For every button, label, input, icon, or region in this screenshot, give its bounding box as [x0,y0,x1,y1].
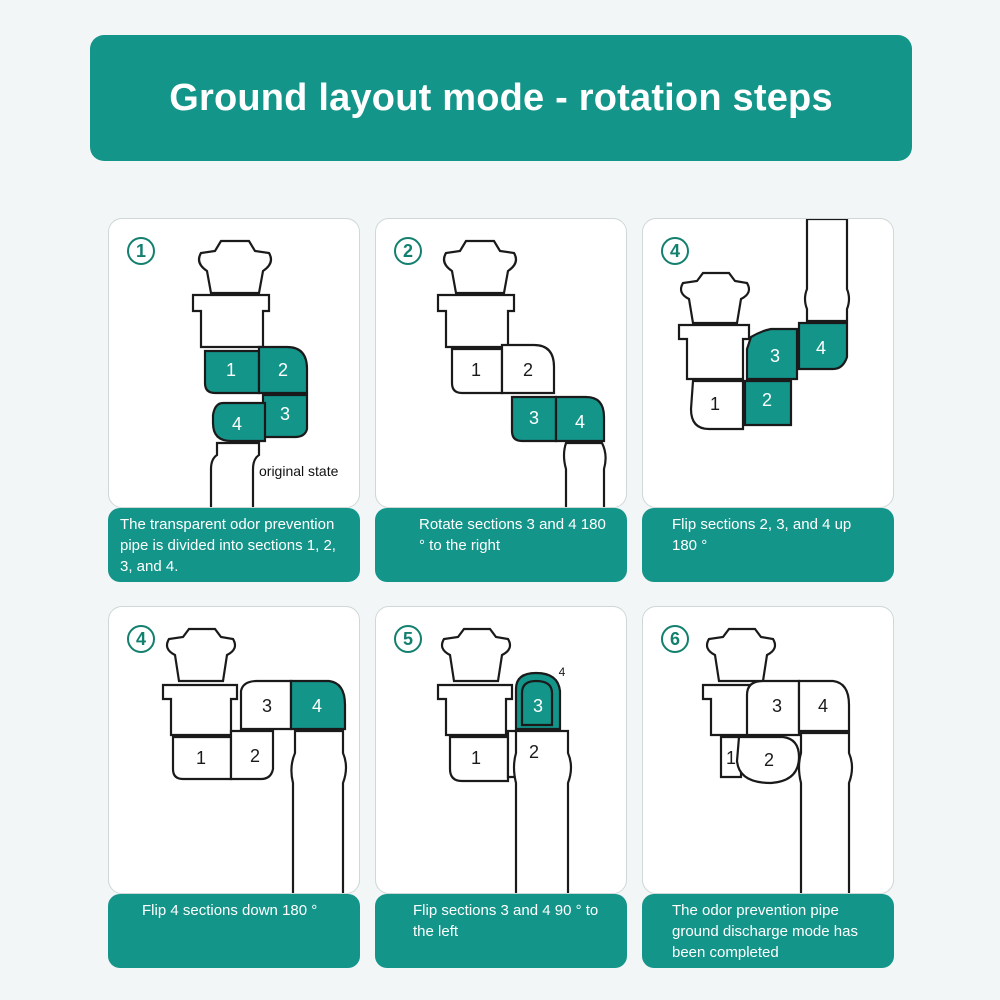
section-1 [719,735,743,779]
pipe-diagram-5: 1 2 3 4 [436,627,573,893]
section-3 [520,679,554,727]
step-card-6: 1 2 3 4 6 [642,606,894,894]
section-1 [689,379,745,431]
step-card-1: 1 2 3 4 1 original state [108,218,360,508]
pipe-diagram-1: 1 2 3 4 [191,239,309,507]
drain-collar [436,683,514,737]
section-label-4: 4 [559,665,566,679]
step-caption-4: Flip 4 sections down 180 ° [108,894,360,968]
section-4 [211,401,267,443]
section-label-2: 2 [529,742,539,762]
drain-collar [677,323,751,381]
section-label-2: 2 [250,746,260,766]
down-pipe [290,729,348,893]
section-label-1: 1 [226,360,236,380]
step-badge: 5 [394,625,422,653]
section-4 [797,321,849,371]
drain-collar [436,293,516,349]
section-label-3: 3 [529,408,539,428]
drain-cap [197,239,273,295]
section-label-4: 4 [312,696,322,716]
drain-collar [161,683,239,737]
step-caption-1: The transparent odor prevention pipe is … [108,508,360,582]
tail-pipe [562,441,607,507]
pipe-diagram-3: 1 2 3 4 [677,219,851,431]
drain-cap [705,627,777,683]
step-badge: 4 [661,237,689,265]
step-caption-2: Rotate sections 3 and 4 180 ° to the rig… [375,508,627,582]
drain-collar [191,293,271,349]
section-label-1: 1 [710,394,720,414]
page-title: Ground layout mode - rotation steps [169,76,833,119]
section-label-1: 1 [471,360,481,380]
step-caption-3: Flip sections 2, 3, and 4 up 180 ° [642,508,894,582]
section-1 [203,349,261,395]
section-label-2: 2 [764,750,774,770]
down-pipe [797,731,854,893]
tail-pipe [209,441,261,507]
drain-cap [440,627,512,683]
step-caption-5: Flip sections 3 and 4 90 ° to the left [375,894,627,968]
section-label-1: 1 [726,748,736,768]
original-state-note: original state [259,463,339,479]
step-badge: 1 [127,237,155,265]
step-card-3: 1 2 3 4 4 [642,218,894,508]
section-label-1: 1 [196,748,206,768]
pipe-diagram-2: 1 2 3 4 [436,239,607,507]
section-label-4: 4 [232,414,242,434]
section-1 [448,735,510,783]
down-pipe [512,729,573,893]
pipe-diagram-6: 1 2 3 4 [701,627,854,893]
section-4 [797,679,851,733]
step-card-5: 1 2 3 4 5 [375,606,627,894]
section-label-4: 4 [575,412,585,432]
section-1 [450,347,504,395]
section-4 [289,679,347,731]
section-3 [510,395,558,443]
section-label-3: 3 [533,696,543,716]
drain-cap [442,239,518,295]
section-3 [745,327,799,381]
drain-cap [679,271,751,325]
step-badge: 6 [661,625,689,653]
step-card-4: 1 2 3 4 4 [108,606,360,894]
section-label-4: 4 [818,696,828,716]
section-2 [229,729,275,781]
section-2 [743,379,793,427]
section-label-3: 3 [280,404,290,424]
section-label-3: 3 [262,696,272,716]
section-3 [261,393,309,439]
section-2 [735,735,801,785]
title-banner: Ground layout mode - rotation steps [90,35,912,161]
section-label-1: 1 [471,748,481,768]
drain-cap [165,627,237,683]
section-label-2: 2 [523,360,533,380]
section-label-4: 4 [816,338,826,358]
section-2 [257,345,309,395]
section-label-2: 2 [278,360,288,380]
step-badge: 2 [394,237,422,265]
pipe-diagram-4: 1 2 3 4 [161,627,348,893]
section-label-3: 3 [770,346,780,366]
section-2 [500,343,556,395]
step-badge: 4 [127,625,155,653]
section-4 [554,395,606,443]
riser-pipe [803,219,851,323]
section-label-2: 2 [762,390,772,410]
section-label-3: 3 [772,696,782,716]
step-caption-6: The odor prevention pipe ground discharg… [642,894,894,968]
step-card-2: 1 2 3 4 2 [375,218,627,508]
section-1 [171,735,233,781]
